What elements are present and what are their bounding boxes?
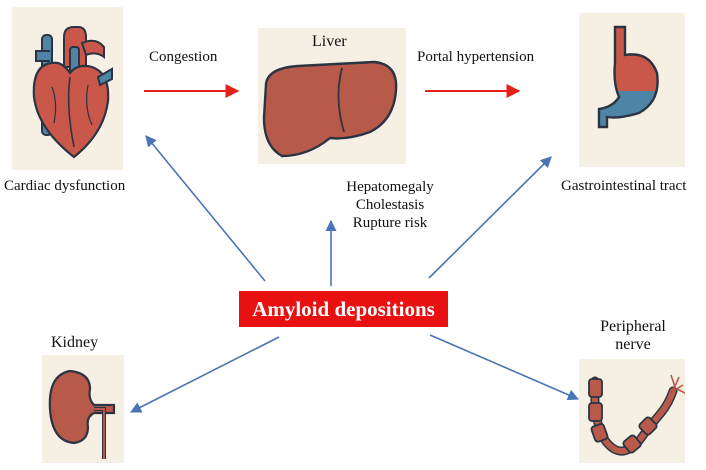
peripheral-nerve-line-2: nerve — [615, 336, 651, 353]
liver-icon — [262, 60, 398, 158]
gastrointestinal-tract-label: Gastrointestinal tract — [561, 178, 687, 194]
arrow-to-stomach — [428, 156, 552, 279]
kidney-icon — [48, 369, 116, 459]
nerve-icon — [588, 374, 686, 456]
liver-effect-hepatomegaly: Hepatomegaly — [346, 179, 434, 195]
cardiac-dysfunction-label: Cardiac dysfunction — [4, 178, 126, 194]
stomach-icon — [597, 25, 659, 129]
congestion-label: Congestion — [149, 49, 218, 65]
peripheral-nerve-label: Peripheral nerve — [588, 318, 678, 354]
liver-effect-rupture-risk: Rupture risk — [352, 215, 428, 231]
liver-effects-list: Hepatomegaly Cholestasis Rupture risk — [330, 178, 450, 232]
kidney-panel — [42, 355, 124, 463]
portal-hypertension-label: Portal hypertension — [417, 49, 535, 65]
heart-icon — [32, 26, 113, 159]
kidney-label: Kidney — [51, 334, 99, 351]
amyloid-depositions-badge: Amyloid depositions — [239, 291, 448, 327]
arrow-to-heart — [145, 135, 266, 282]
arrow-to-nerve — [429, 334, 580, 401]
heart-panel — [12, 7, 123, 170]
stomach-panel — [579, 13, 685, 167]
liver-panel — [258, 28, 406, 164]
arrow-to-kidney — [130, 336, 280, 413]
peripheral-nerve-line-1: Peripheral — [600, 318, 666, 335]
liver-label: Liver — [312, 33, 347, 50]
nerve-panel — [579, 359, 686, 463]
liver-effect-cholestasis: Cholestasis — [355, 197, 425, 213]
